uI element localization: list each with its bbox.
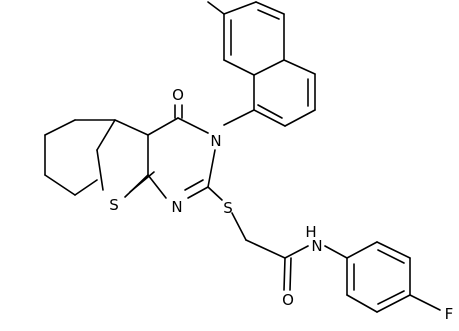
bond: [253, 59, 285, 76]
bond: [44, 119, 76, 136]
bond: [187, 186, 209, 199]
bond: [96, 119, 116, 151]
hydrogen-label: H: [305, 223, 316, 241]
bond: [223, 59, 255, 76]
bond: [346, 294, 378, 313]
oxygen-label: O: [172, 86, 184, 104]
bond: [283, 257, 286, 291]
bond: [44, 174, 76, 196]
bond: [346, 241, 378, 259]
bond: [114, 119, 149, 136]
bond: [289, 257, 292, 291]
atom-labels: O N S N S H N O F: [109, 86, 453, 323]
bond: [177, 117, 209, 134]
oxygen-label: O: [282, 291, 294, 309]
bond: [255, 1, 285, 15]
bond: [376, 294, 411, 313]
bond: [284, 245, 309, 259]
bond: [147, 174, 167, 199]
bond: [284, 109, 316, 127]
bond: [245, 239, 286, 259]
fluorine-label: F: [445, 305, 454, 323]
bond: [253, 109, 286, 127]
bond: [377, 290, 405, 305]
bond: [231, 212, 247, 241]
sulfur-label: S: [223, 199, 233, 217]
bonds: [44, 1, 441, 313]
bond: [409, 294, 441, 311]
nitrogen-label: N: [210, 132, 221, 150]
sulfur-label: S: [109, 196, 119, 214]
nitrogen-label: N: [311, 237, 322, 255]
bond: [377, 249, 405, 264]
bond: [257, 104, 283, 119]
bond: [223, 1, 257, 15]
bond: [376, 241, 411, 259]
bond: [283, 59, 316, 75]
bond: [129, 171, 155, 193]
bond: [324, 245, 348, 259]
bond: [96, 149, 104, 191]
nitrogen-label: N: [171, 198, 182, 216]
bond: [207, 186, 223, 201]
bond: [147, 117, 179, 136]
bond: [257, 9, 280, 20]
bond: [207, 149, 216, 188]
bond: [207, 1, 225, 15]
bond: [184, 179, 204, 191]
bond: [74, 179, 98, 196]
bond: [223, 109, 255, 126]
